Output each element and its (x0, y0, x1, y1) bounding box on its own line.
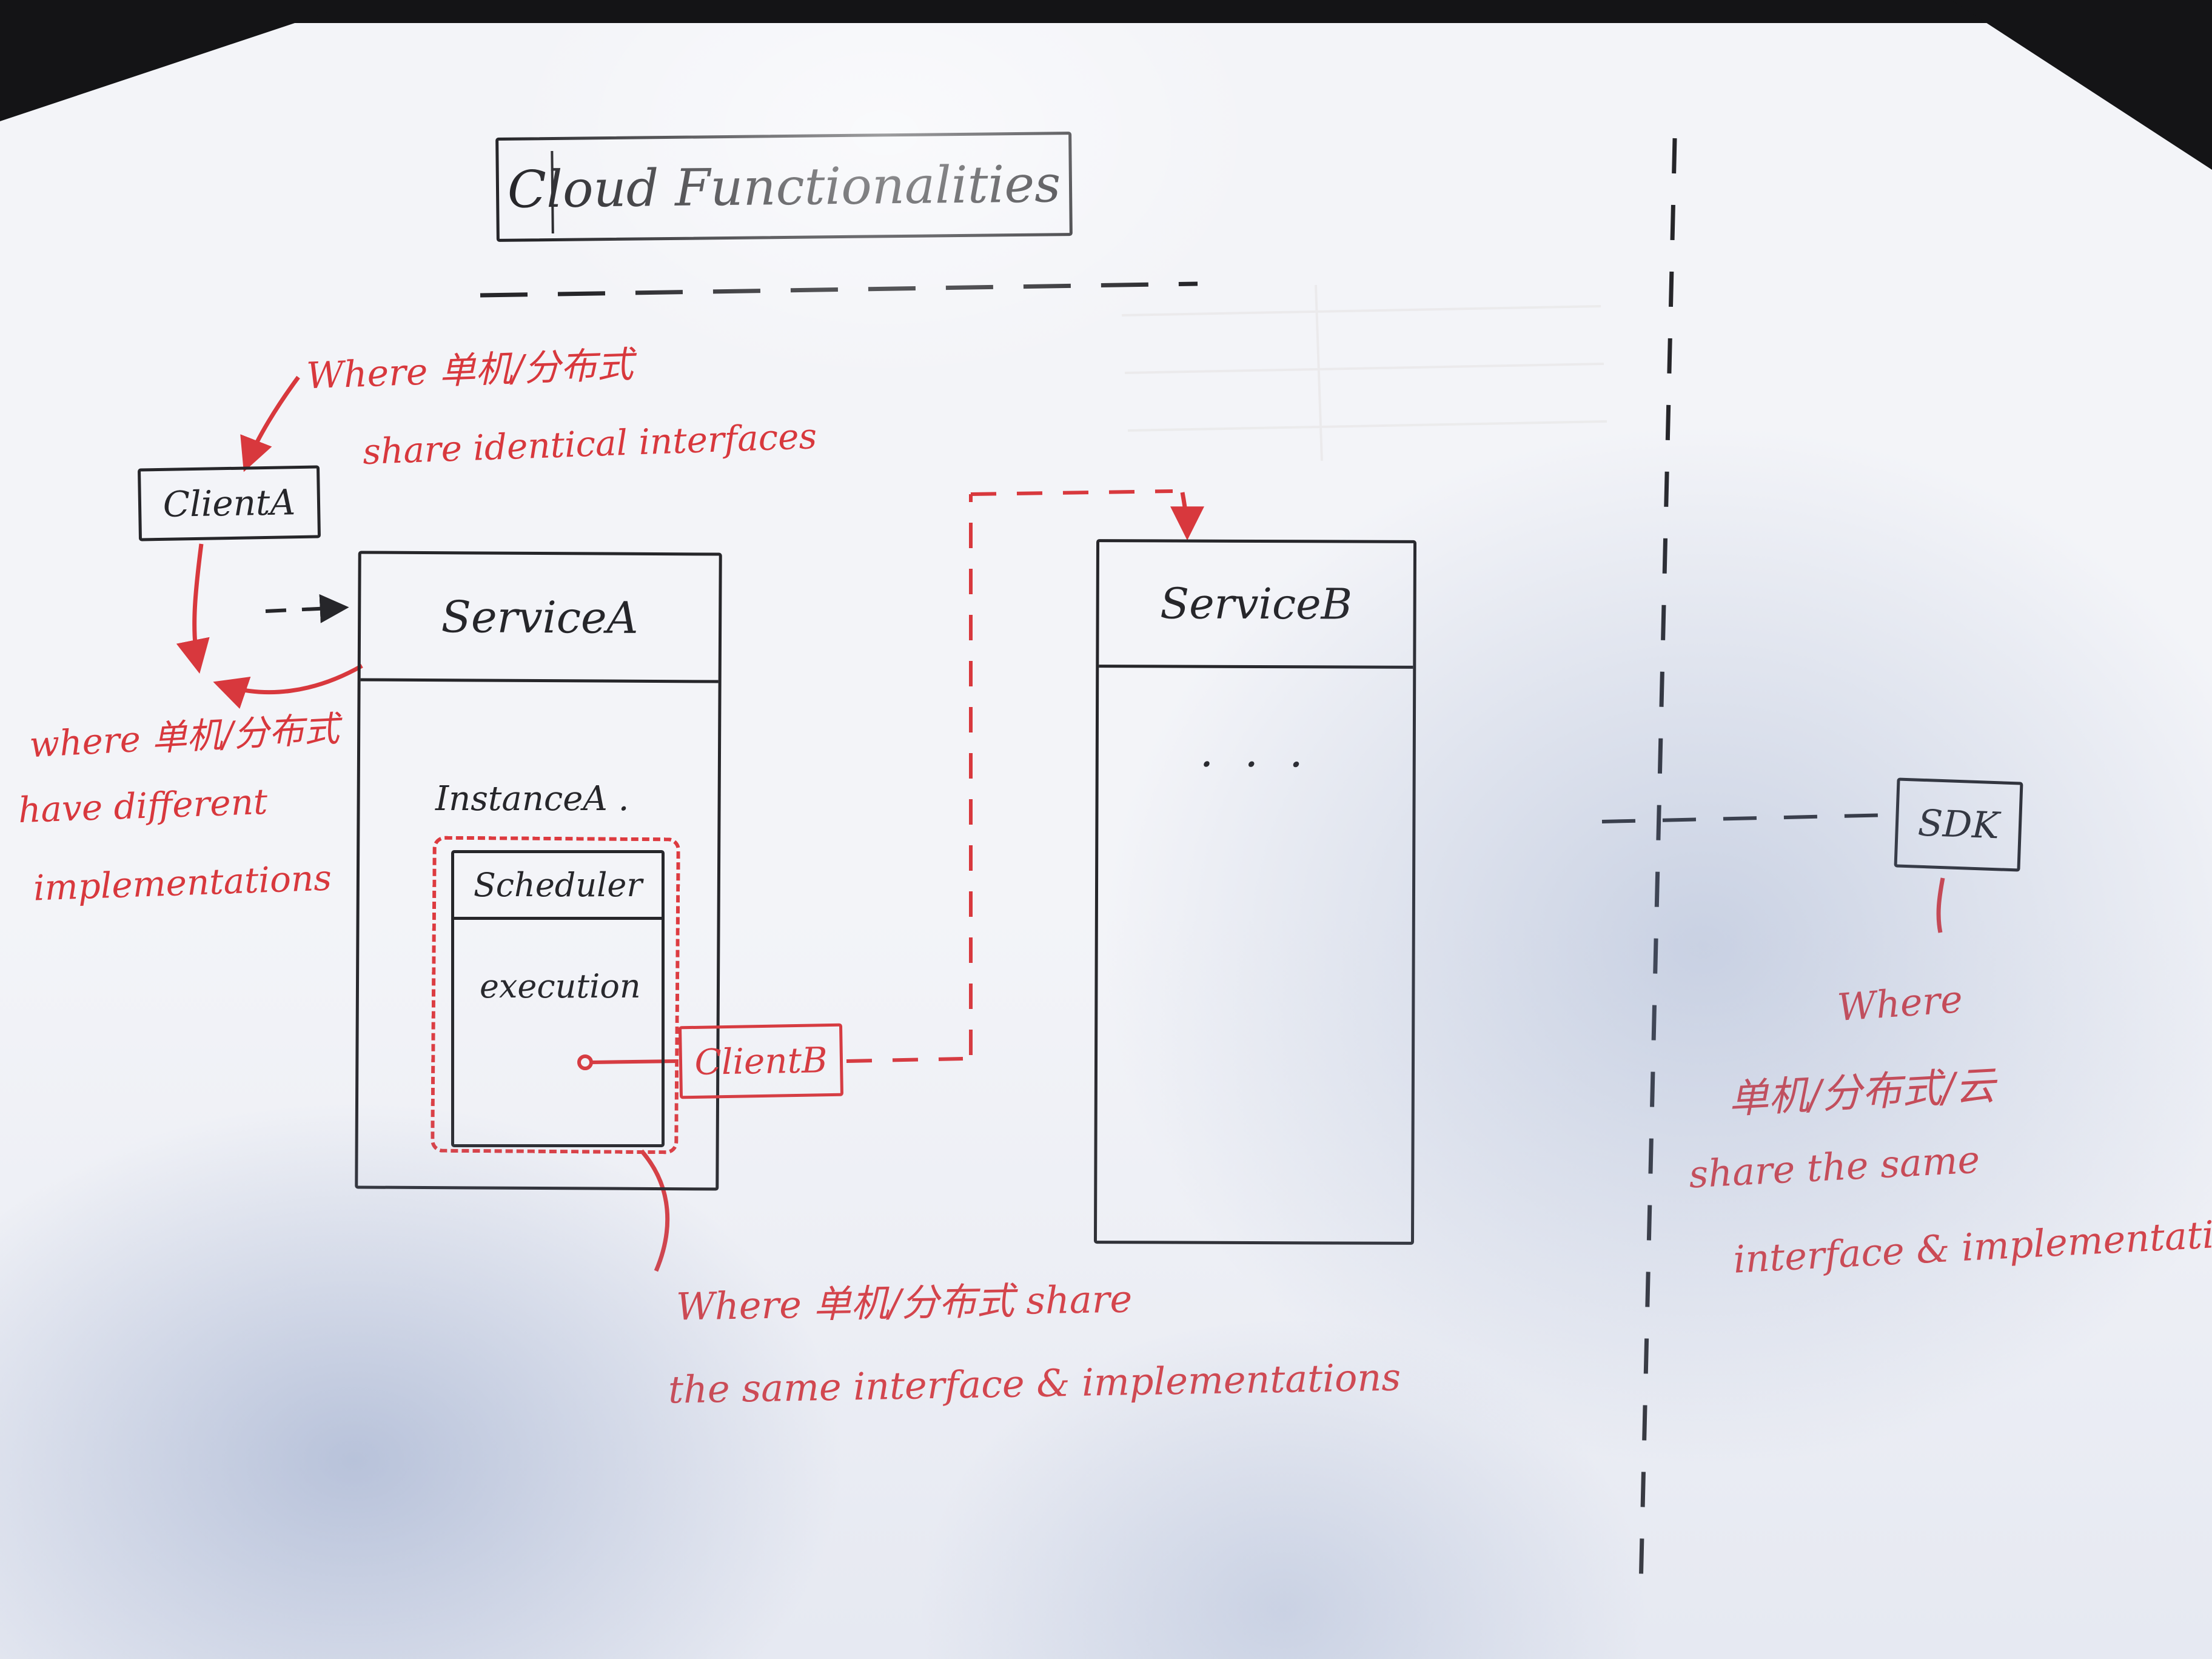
scheduler-execution-box: Scheduler execution (451, 850, 665, 1147)
client-a-box: ClientA (137, 465, 321, 541)
annotation-top-line1: Where 单机/分布式 (306, 343, 634, 398)
annotation-right-line3: share the same (1687, 1137, 1981, 1197)
annotation-left-line1: where 单机/分布式 (28, 708, 341, 766)
annotation-top-line2: share identical interfaces (362, 415, 818, 473)
service-b-ellipsis: . . . (1199, 725, 1312, 777)
client-b-label: ClientB (694, 1039, 828, 1083)
annotation-right-line2: 单机/分布式/云 (1727, 1062, 1997, 1123)
title-underline-dashed (480, 281, 1198, 298)
service-b-header: ServiceB (1099, 542, 1414, 669)
vertical-separator-dashed (1638, 138, 1677, 1588)
annotation-right-line4: interface & implementation (1732, 1210, 2212, 1282)
service-a-header: ServiceA (360, 554, 719, 683)
arrow-annotation-to-clienta (240, 375, 300, 472)
red-tick-under-sdk (1936, 877, 1945, 933)
red-line-clienta-down (176, 543, 210, 674)
table-edge-top (0, 0, 2212, 23)
arrow-clienta-to-servicea (265, 594, 349, 623)
sdk-label: SDK (1917, 802, 2000, 848)
table-corner-top-left (0, 0, 364, 121)
annotation-bottom-line1: Where 单机/分布式 share (675, 1276, 1133, 1329)
sdk-box: SDK (1894, 777, 2023, 872)
annotation-left-line2: have different (17, 780, 269, 831)
client-a-label: ClientA (163, 481, 296, 525)
page-title: Cloud Functionalities (507, 154, 1061, 220)
title-box: Cloud Functionalities (495, 132, 1073, 242)
dashed-line-to-sdk (1601, 813, 1891, 823)
annotation-right-line1: Where (1835, 976, 1964, 1030)
table-corner-top-right (1951, 0, 2212, 170)
instance-a-label: InstanceA . (435, 779, 629, 819)
client-b-box: ClientB (678, 1023, 844, 1099)
annotation-bottom-line2: the same interface & implementations (668, 1355, 1401, 1412)
red-curve-servicea-to-left-annotation (213, 663, 363, 709)
annotation-left-line3: implementations (32, 857, 333, 909)
service-b-box: ServiceB . . . (1093, 539, 1417, 1245)
ghost-imprint (1121, 284, 1607, 461)
execution-label: execution (480, 967, 641, 1005)
scheduler-label: Scheduler (454, 853, 662, 920)
